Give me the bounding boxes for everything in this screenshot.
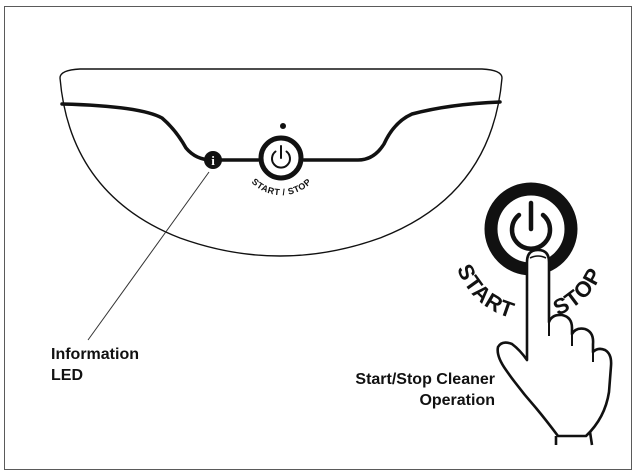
start-stop-button-small[interactable] <box>258 135 304 181</box>
info-leader-line <box>87 171 210 341</box>
status-dot <box>280 123 286 129</box>
svg-text:i: i <box>211 153 215 168</box>
information-led-label: Information LED <box>51 346 139 384</box>
finger-press-icon <box>496 248 613 446</box>
power-icon <box>271 145 291 169</box>
power-icon-large <box>509 200 553 251</box>
info-icon: i <box>204 151 222 169</box>
large-label-stop: STOP <box>549 263 607 320</box>
large-label-start: START <box>452 260 518 323</box>
start-stop-operation-label: Start/Stop Cleaner Operation <box>355 371 495 409</box>
